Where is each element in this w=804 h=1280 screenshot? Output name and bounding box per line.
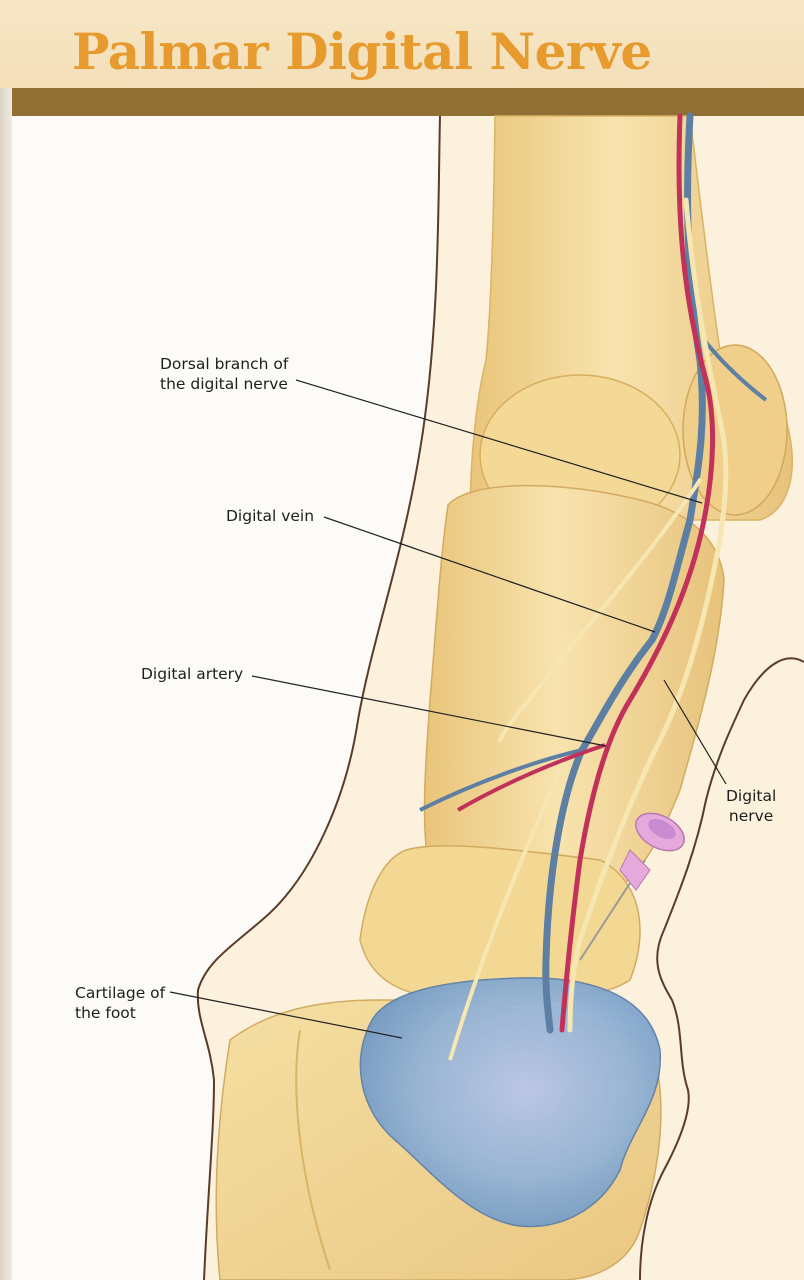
leader-dorsal-branch: [295, 379, 703, 504]
dorsal-nerve-branch-path: [498, 478, 702, 742]
vein-branch-dorsal: [419, 748, 583, 812]
digital-artery-path: [559, 113, 716, 1033]
artery-branch-dorsal: [457, 743, 606, 812]
hoof-ridge: [295, 1029, 331, 1271]
leader-digital-nerve: [663, 679, 727, 785]
title-rule: [12, 88, 804, 116]
vein-branch-upper: [702, 338, 768, 402]
long-pastern-bone: [423, 484, 725, 912]
label-digital-artery: Digital artery: [141, 665, 244, 683]
nerve-branch-foot: [448, 769, 562, 1061]
label-cartilage: Cartilage of the foot: [75, 984, 166, 1022]
label-digital-vein: Digital vein: [226, 507, 315, 525]
leader-digital-vein: [323, 516, 656, 633]
page-title: Palmar Digital Nerve: [72, 22, 652, 81]
page-gutter: [0, 0, 12, 1280]
digital-nerve-path: [567, 197, 729, 1033]
header-band: [0, 0, 804, 88]
label-dorsal-branch: Dorsal branch of the digital nerve: [160, 355, 289, 393]
cartilage-of-foot: [359, 977, 661, 1228]
leader-digital-artery: [251, 675, 607, 747]
hoof-wall-outline: [639, 657, 804, 1280]
syringe-needle-icon: [579, 812, 685, 961]
leader-cartilage: [169, 991, 403, 1039]
skin-outline: [196, 115, 441, 1280]
label-digital-nerve: Digital nerve: [726, 787, 777, 825]
